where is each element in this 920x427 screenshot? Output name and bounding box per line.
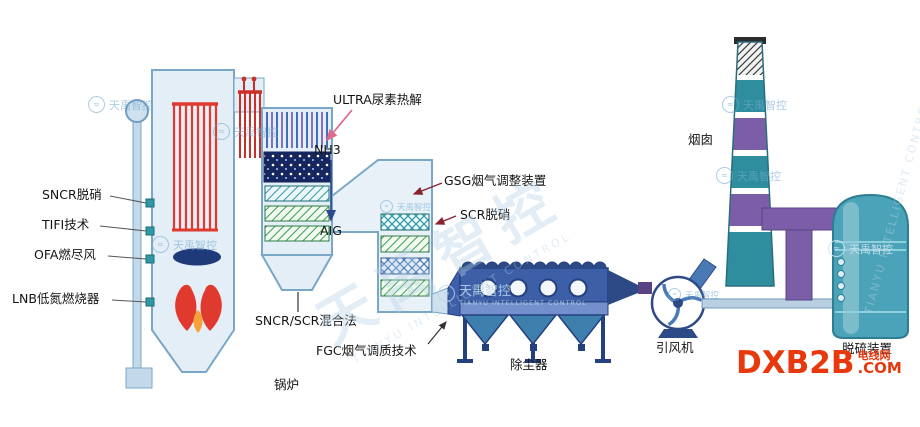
label-fan: 引风机 (656, 340, 694, 355)
esp-inlet (447, 266, 461, 317)
boiler-downcomer (132, 119, 142, 373)
scr-reactor (331, 159, 449, 315)
chimney-bands (726, 42, 774, 286)
esp-hoppers (460, 314, 606, 346)
flyash-flow-box (263, 151, 331, 183)
scr-catalyst-layer (380, 257, 430, 275)
burner-flames (175, 284, 222, 333)
label-ultra: ULTRA尿素热解 (333, 92, 422, 107)
label-sncr-scr: SNCR/SCR混合法 (255, 313, 357, 328)
fgc-arrow (427, 321, 447, 345)
left-leader-lines (99, 195, 147, 303)
fan-base (658, 329, 698, 338)
esp-lower-band (459, 301, 609, 316)
reheater-tubes (238, 80, 262, 158)
fgd-trays (835, 241, 906, 313)
chimney-rim (734, 37, 766, 44)
label-aig: AIG (320, 223, 342, 238)
scr-catalyst-layer (380, 235, 430, 253)
boiler-unit (125, 69, 265, 389)
label-ofa: OFA燃尽风 (34, 247, 96, 262)
tube-valve (241, 76, 247, 82)
chimney-stack (725, 37, 775, 287)
label-dust-collector: 除尘器 (510, 357, 548, 372)
fgd-vessel (832, 193, 909, 339)
site-logo: DXB2B 电线网 .COM (736, 345, 902, 382)
label-sncr: SNCR脱硝 (42, 187, 102, 202)
catalyst-layer (264, 185, 330, 202)
site-logo-name: DXB2B (736, 345, 855, 382)
economizer-tubes (266, 112, 328, 148)
fgd-spray-nozzles (837, 258, 845, 302)
scr-catalyst-layer (380, 213, 430, 231)
site-logo-site: 电线网 (857, 349, 891, 362)
dust-collector (447, 261, 652, 363)
label-gsg: GSG烟气调整装置 (444, 173, 547, 188)
superheater-tubes (172, 102, 218, 232)
esp-outlet-arrow (608, 270, 638, 305)
fan-hub (673, 298, 683, 308)
catalyst-layer (264, 225, 330, 242)
esp-roof-ridges (461, 261, 607, 269)
fan-to-fgd-pipe (701, 298, 834, 309)
catalyst-layer (264, 205, 330, 222)
boiler-bottom-box (125, 367, 153, 389)
gsg-arrow (412, 182, 443, 195)
scr-catalyst-layer (380, 279, 430, 297)
esp-hatches (478, 278, 588, 298)
label-lnb: LNB低氮燃烧器 (12, 291, 100, 306)
label-chimney: 烟囱 (688, 132, 714, 147)
induced-draft-fan (650, 258, 834, 338)
esp-fan-connector (638, 282, 652, 294)
tube-valve (251, 76, 257, 82)
label-nh3: NH3 (314, 142, 341, 157)
esp-hopper-outlets (482, 344, 585, 351)
label-desulfurization: 脱硫装置 (842, 341, 893, 356)
fgd-to-chimney-duct (761, 207, 837, 231)
site-logo-tld: .COM (857, 359, 902, 377)
scr-arrow (434, 215, 457, 225)
backpass-hopper (260, 254, 334, 291)
label-fgc: FGC烟气调质技术 (316, 343, 417, 358)
burner-zone-oval (173, 248, 221, 266)
fgd-bypass-duct (785, 229, 813, 301)
ultra-arrow (325, 109, 353, 142)
label-scr: SCR脱硝 (460, 207, 511, 222)
desulfurization-unit (761, 193, 909, 339)
chimney-outline (725, 41, 775, 287)
label-tifi: TIFI技术 (42, 217, 90, 232)
fgd-highlight (843, 202, 859, 334)
label-boiler: 锅炉 (274, 377, 300, 392)
backpass-column (260, 107, 334, 291)
steam-drum (125, 99, 149, 123)
scr-outlet-duct (431, 287, 449, 315)
